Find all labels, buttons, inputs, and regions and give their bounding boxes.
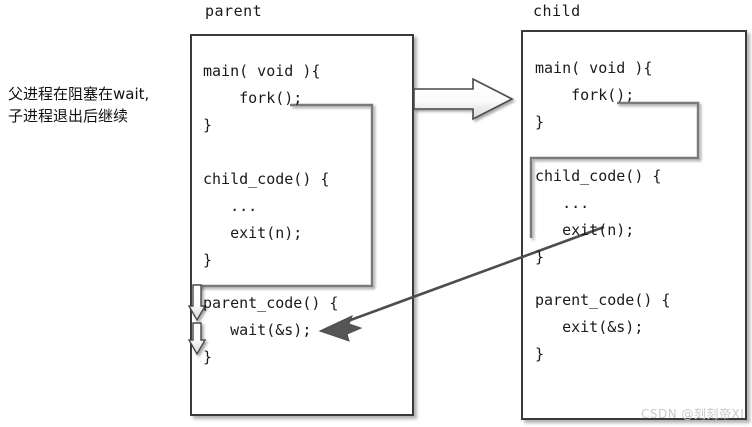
csdn-watermark: CSDN @刻刻帝XI bbox=[641, 407, 745, 421]
child-child-code-function-code: child_code() { ... exit(n); } bbox=[535, 167, 662, 266]
fork-spawn-arrow bbox=[413, 77, 514, 121]
child-main-function-code: main( void ){ fork(); } bbox=[535, 59, 653, 131]
parent-child-code-function-code: child_code() { ... exit(n); } bbox=[203, 170, 330, 269]
annotation-text: 父进程在阻塞在wait, 子进程退出后继续 bbox=[8, 83, 193, 127]
annotation-line-1: 父进程在阻塞在wait, bbox=[8, 85, 150, 103]
child-parent-code-function-code: parent_code() { exit(&s); } bbox=[535, 291, 671, 363]
annotation-line-2: 子进程退出后继续 bbox=[8, 107, 129, 125]
parent-column-caption: parent bbox=[205, 2, 263, 20]
child-column-caption: child bbox=[533, 2, 581, 20]
parent-parent-code-function-code: parent_code() { wait(&s); } bbox=[203, 294, 339, 366]
parent-main-function-code: main( void ){ fork(); } bbox=[203, 62, 321, 134]
